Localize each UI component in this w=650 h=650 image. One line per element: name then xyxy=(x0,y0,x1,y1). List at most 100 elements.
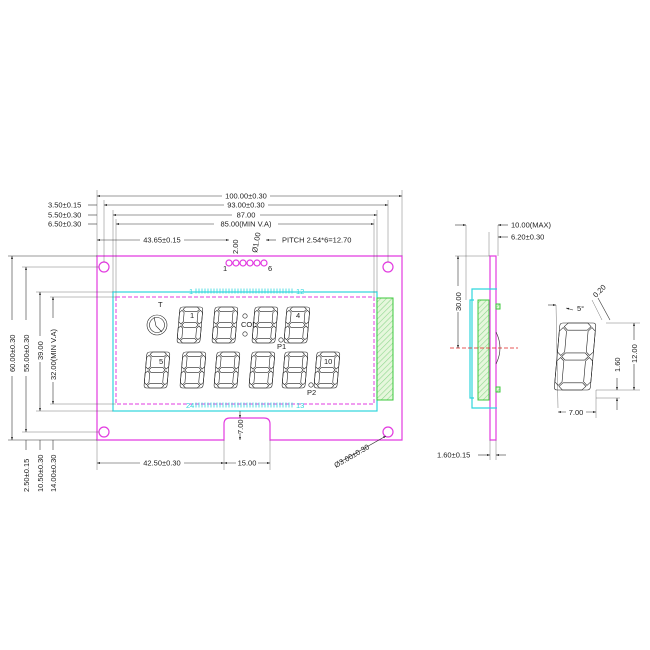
mounting-hole xyxy=(382,261,394,273)
digit-segment xyxy=(554,357,565,386)
side-glass xyxy=(469,288,497,409)
dim-hole-pitch-height: 55.00±0.30 xyxy=(22,335,31,372)
glass-pin-bottom-end: 13 xyxy=(296,401,304,410)
lcd-digit xyxy=(211,306,239,344)
digit-segment xyxy=(217,306,235,312)
digit-segment xyxy=(315,354,322,370)
timer-label: T xyxy=(158,300,163,309)
pin xyxy=(246,259,254,267)
glass-pin-bottom-start: 24 xyxy=(186,401,194,410)
digit-segment xyxy=(267,370,274,386)
lcd-digit xyxy=(248,351,276,389)
pin xyxy=(260,259,268,267)
mounting-hole xyxy=(382,426,394,438)
digit-segment xyxy=(253,309,260,325)
digit-segment xyxy=(178,309,185,325)
dim-notch-offset: 42.50±0.30 xyxy=(143,459,180,468)
digit-segment xyxy=(302,325,309,341)
digit-segment xyxy=(182,383,201,389)
pcb-outline xyxy=(96,255,403,441)
digit-segment xyxy=(316,383,335,389)
p2-dot xyxy=(308,382,314,388)
glass-pin-top-start: 1 xyxy=(189,287,193,296)
glass-pins-top xyxy=(195,288,293,294)
digit-segment xyxy=(558,382,587,391)
dim-hole-margin-x: 3.50±0.15 xyxy=(48,201,81,210)
p1-dot xyxy=(278,337,284,343)
digit-segment xyxy=(213,309,220,325)
lcd-digit xyxy=(313,351,341,389)
colon-dot xyxy=(242,331,248,337)
lcd-digit xyxy=(143,351,171,389)
dim-center-height: 30.00 xyxy=(454,292,463,311)
digit-segment xyxy=(199,354,206,370)
lcd-digit xyxy=(213,351,241,389)
digit-segment xyxy=(216,383,235,389)
dim-gap: 0.20 xyxy=(591,283,608,300)
digit-group xyxy=(143,306,341,389)
digit-segment xyxy=(303,309,310,325)
digit-outline xyxy=(143,351,171,389)
dim-va-margin-x: 6.50±0.30 xyxy=(48,220,81,229)
digit-segment xyxy=(163,354,170,370)
dim-segment-width: 1.60 xyxy=(613,357,622,372)
pin-label-first: 1 xyxy=(223,264,227,273)
digit-outline xyxy=(554,322,597,391)
pin-label-last: 6 xyxy=(268,264,272,273)
dim-pin-height: 2.00 xyxy=(231,239,240,254)
lcd-digit xyxy=(251,306,279,344)
backlight-tab xyxy=(376,297,394,401)
digit-segment xyxy=(233,354,240,370)
digit-segment xyxy=(286,338,305,344)
digit-segment xyxy=(195,325,202,341)
digit-segment xyxy=(270,325,277,341)
p1-label: P1 xyxy=(277,342,286,351)
dim-pitch: PITCH 2.54*6=12.70 xyxy=(282,236,351,245)
digit-segment xyxy=(271,309,278,325)
digit-segment xyxy=(162,370,169,386)
pin xyxy=(253,259,261,267)
dim-va-margin-y: 14.00±0.30 xyxy=(49,455,58,492)
digit-outline xyxy=(248,351,276,389)
glass-pin-top-end: 12 xyxy=(296,287,304,296)
digit10-label: 10 xyxy=(324,357,332,366)
digit-segment xyxy=(314,370,321,386)
lcd-digit xyxy=(281,351,309,389)
mounting-hole xyxy=(98,426,110,438)
digit-segment xyxy=(318,367,336,373)
dim-glass-width: 87.00 xyxy=(237,211,256,220)
side-backlight xyxy=(477,299,490,401)
side-view xyxy=(450,224,518,460)
viewing-area xyxy=(115,296,375,405)
dim-glass-margin-x: 5.50±0.30 xyxy=(48,211,81,220)
digit5-label: 5 xyxy=(159,357,163,366)
colon-label: COL xyxy=(241,320,256,329)
digit-segment xyxy=(301,354,308,370)
digit-segment xyxy=(300,370,307,386)
digit-segment xyxy=(179,338,198,344)
digit-segment xyxy=(257,306,275,312)
digit-segment xyxy=(145,354,152,370)
dim-notch-width: 15.00 xyxy=(238,459,257,468)
pin xyxy=(239,259,247,267)
dim-view-area-height: 32.00(MIN V.A) xyxy=(49,329,58,380)
dim-thickness: 6.20±0.30 xyxy=(511,233,544,242)
dim-notch-depth: 7.00 xyxy=(236,419,245,434)
dim-overall-height: 60.00±0.30 xyxy=(8,335,17,372)
digit-segment xyxy=(232,370,239,386)
digit-outline xyxy=(179,351,207,389)
digit-segment xyxy=(287,351,305,357)
digit-outline xyxy=(313,351,341,389)
pin xyxy=(225,259,233,267)
digit-outline xyxy=(211,306,239,344)
digit-outline xyxy=(251,306,279,344)
colon-dot xyxy=(242,313,248,319)
digit-segment xyxy=(230,325,237,341)
digit-outline xyxy=(176,306,204,344)
digit-segment xyxy=(149,351,167,357)
dim-max-thickness: 10.00(MAX) xyxy=(511,221,552,230)
dim-pcb-thickness: 1.60±0.15 xyxy=(437,451,470,460)
digit-segment xyxy=(563,322,592,331)
